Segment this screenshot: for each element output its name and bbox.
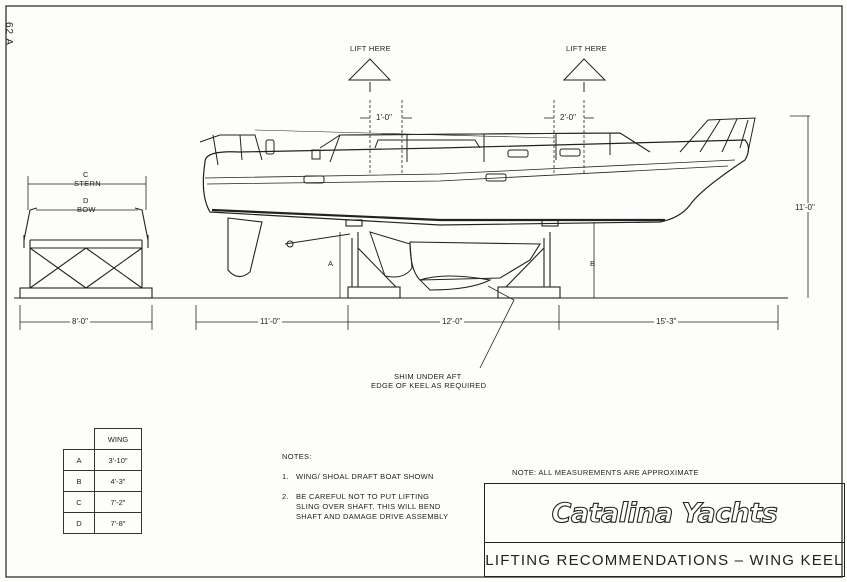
notes-block: NOTES: 1. WING/ SHOAL DRAFT BOAT SHOWN 2…	[282, 452, 448, 522]
lift-here-label-aft: LIFT HERE	[566, 44, 607, 53]
sling-aft-dimension	[544, 100, 594, 175]
note-number: 2.	[282, 492, 289, 501]
boat-winch	[265, 139, 321, 160]
table-row: B 4'-3"	[63, 470, 142, 492]
table-row: C 7'-2"	[63, 491, 142, 513]
stand-b-label: B	[590, 259, 596, 268]
table-row: D 7'-8"	[63, 512, 142, 534]
stand-a-label: A	[328, 259, 334, 268]
note-text: BE CAREFUL NOT TO PUT LIFTING	[296, 492, 430, 501]
shim-note-line-1: SHIM UNDER AFT	[394, 372, 462, 381]
shim-leader	[479, 285, 515, 369]
note-text: SLING OVER SHAFT. THIS WILL BEND	[296, 502, 441, 511]
wing-keel	[409, 241, 541, 281]
prop-shaft	[284, 233, 351, 245]
lift-triangle-fwd	[347, 58, 392, 92]
note-text: WING/ SHOAL DRAFT BOAT SHOWN	[296, 472, 434, 481]
stand-fwd	[345, 219, 401, 299]
table-key: C	[63, 491, 95, 513]
catalina-yachts-logo: Catalina Yachts	[551, 497, 778, 529]
sling-fwd-dimension	[360, 100, 412, 175]
table-key: D	[63, 512, 95, 534]
bow-letter: D	[83, 196, 89, 205]
shim-note-line-2: EDGE OF KEEL AS REQUIRED	[371, 381, 487, 390]
note-text: SHAFT AND DAMAGE DRIVE ASSEMBLY	[296, 512, 449, 521]
cradle-width-label: 8'-0"	[70, 317, 90, 326]
lift-triangle-aft	[562, 58, 607, 92]
stand-height-dims	[339, 222, 595, 298]
boat-hull	[202, 139, 750, 226]
table-key: A	[63, 449, 95, 471]
table-value: 7'-8"	[94, 512, 142, 534]
table-row: A 3'-10"	[63, 449, 142, 471]
propeller	[286, 240, 294, 248]
page-border	[5, 5, 843, 578]
wing-dimension-table: WING A 3'-10" B 4'-3" C 7'-2" D 7'-8"	[63, 428, 142, 534]
boat-rails	[199, 117, 756, 166]
note-item: 1. WING/ SHOAL DRAFT BOAT SHOWN	[282, 472, 448, 482]
table-value: 7'-2"	[94, 491, 142, 513]
span-1-label: 11'-0"	[258, 317, 282, 326]
drawing-title: LIFTING RECOMMENDATIONS – WING KEEL	[485, 542, 844, 577]
note-item: 2. BE CAREFUL NOT TO PUT LIFTING SLING O…	[282, 492, 448, 522]
height-label: 11'-0"	[793, 203, 817, 212]
page-number: 62 A	[3, 22, 14, 47]
approximate-note: NOTE: ALL MEASUREMENTS ARE APPROXIMATE	[512, 468, 699, 477]
keel-wing-bulb	[419, 275, 492, 291]
title-block: Catalina Yachts LIFTING RECOMMENDATIONS …	[484, 483, 845, 577]
cradle-end-dimensions	[27, 176, 147, 211]
table-key: B	[63, 470, 95, 492]
sling-fwd-offset-label: 1'-0"	[374, 113, 394, 122]
rudder	[227, 217, 263, 278]
cradle-end-view	[19, 207, 153, 299]
table-value: 3'-10"	[94, 449, 142, 471]
stand-aft	[497, 219, 561, 299]
bow-label: BOW	[77, 205, 96, 214]
keel-strut	[369, 231, 413, 278]
stern-letter: C	[83, 170, 89, 179]
notes-title: NOTES:	[282, 452, 312, 461]
note-number: 1.	[282, 472, 289, 481]
stern-label: STERN	[74, 179, 101, 188]
table-header: WING	[94, 428, 142, 450]
table-value: 4'-3"	[94, 470, 142, 492]
span-3-label: 15'-3"	[654, 317, 679, 326]
lift-here-label-fwd: LIFT HERE	[350, 44, 391, 53]
sling-aft-offset-label: 2'-0"	[558, 113, 578, 122]
span-2-label: 12'-0"	[440, 317, 465, 326]
